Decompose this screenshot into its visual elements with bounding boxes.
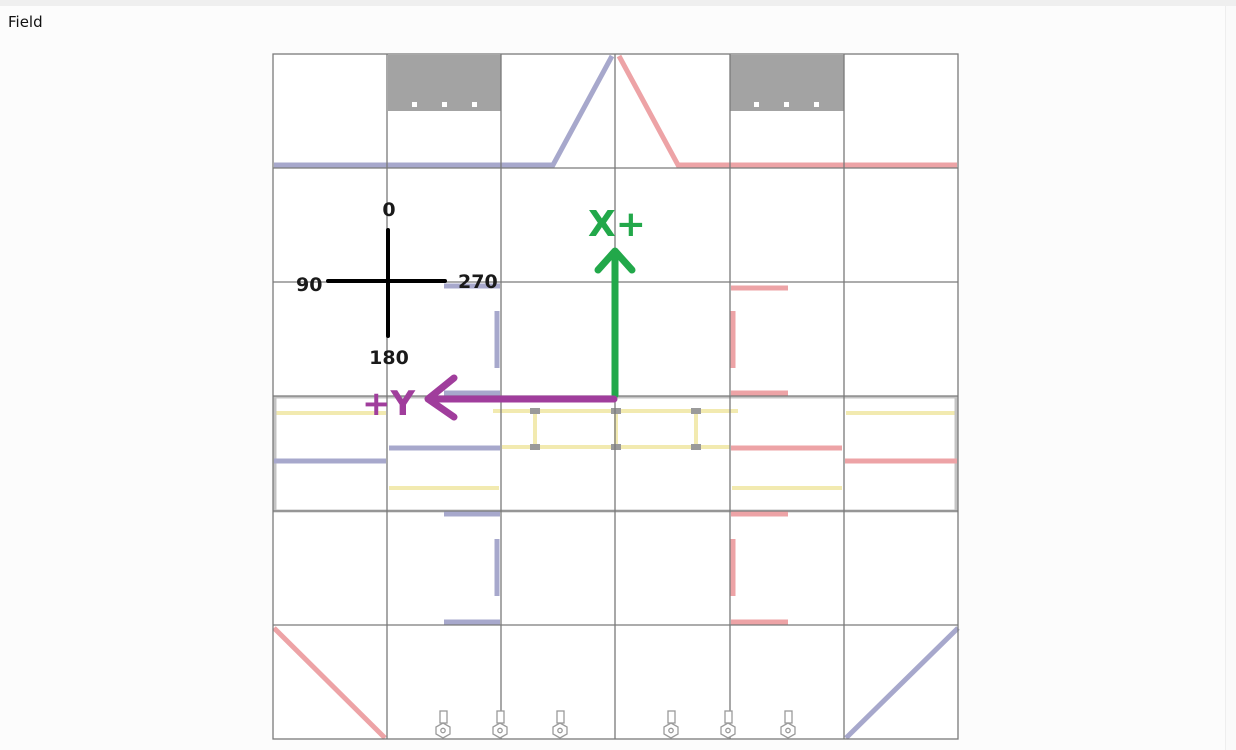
pixel-stack-icon	[663, 710, 679, 739]
pixel-stack-icon	[720, 710, 736, 739]
x-axis-label: X+	[588, 204, 646, 245]
pixel-stacks	[435, 710, 796, 739]
heading-compass: 0 90 270 180	[296, 199, 498, 369]
scrollbar-track[interactable]	[1225, 6, 1236, 750]
compass-cross	[326, 228, 447, 338]
pixel-stack-icon	[552, 710, 568, 739]
x-axis-arrow: X+	[588, 204, 646, 399]
red-tape	[272, 54, 957, 740]
top-strip	[0, 0, 1236, 6]
heading-180-label: 180	[369, 347, 409, 369]
red-backdrop	[730, 55, 844, 111]
heading-270-label: 270	[458, 271, 498, 293]
blue-backdrop	[388, 55, 501, 111]
y-axis-arrow: +Y	[362, 374, 618, 424]
blue-tape	[274, 54, 960, 740]
heading-0-label: 0	[382, 199, 395, 221]
heading-90-label: 90	[296, 274, 322, 296]
pixel-stack-icon	[435, 710, 451, 739]
pixel-stack-icon	[492, 710, 508, 739]
truss-joints	[530, 408, 701, 450]
y-axis-label: +Y	[362, 384, 415, 424]
pixel-stack-icon	[780, 710, 796, 739]
page-title: Field	[8, 13, 43, 31]
